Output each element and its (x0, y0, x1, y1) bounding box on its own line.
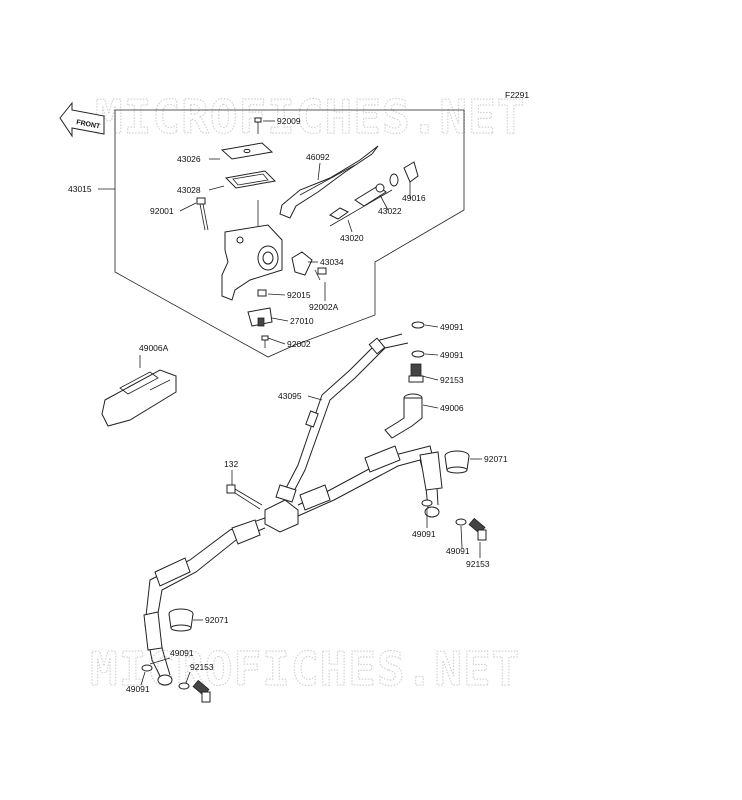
brake-lever (279, 145, 379, 219)
assembly-outline (114, 109, 465, 358)
part-label: 49091 (440, 322, 464, 332)
banjo-bolt (192, 679, 211, 703)
part-label: 49091 (446, 546, 470, 556)
part-label: 49006A (139, 343, 169, 353)
piston-kit (329, 183, 393, 227)
washer (141, 664, 153, 672)
master-cylinder-body (221, 200, 283, 301)
part-label: 43015 (68, 184, 92, 194)
banjo-bolt (408, 363, 424, 383)
nut (257, 289, 267, 297)
hose-fitting (384, 393, 423, 439)
part-label: 49006 (440, 403, 464, 413)
leader-lines (140, 120, 482, 686)
three-way-joint (264, 499, 299, 533)
right-brake-hose (297, 445, 443, 518)
watermark-bottom: MICROFICHES.NET (90, 642, 520, 696)
clamp (291, 251, 327, 281)
reservoir-diaphragm (224, 170, 277, 189)
part-label: 49016 (402, 193, 426, 203)
part-label: 92015 (287, 290, 311, 300)
part-label: 43026 (177, 154, 201, 164)
washer (178, 682, 190, 690)
upper-brake-hose (275, 333, 409, 503)
part-label: 92002A (309, 302, 339, 312)
reservoir-cap (220, 142, 274, 160)
part-label: 92153 (440, 375, 464, 385)
front-label: FRONT (76, 119, 102, 131)
front-arrow-icon: FRONT (59, 101, 105, 138)
part-label: 43020 (340, 233, 364, 243)
left-brake-hose (143, 517, 266, 686)
switch-screw (261, 335, 269, 348)
dust-boot (389, 161, 419, 187)
diagram-code: F2291 (505, 90, 529, 100)
part-label: 92153 (190, 662, 214, 672)
banjo-bolt (468, 517, 487, 541)
watermark-top: MICROFICHES.NET (95, 90, 525, 144)
part-labels: 92009 43026 46092 43028 43015 92001 4901… (68, 116, 508, 694)
washer (411, 321, 425, 329)
washer (421, 499, 433, 507)
part-label: 49091 (170, 648, 194, 658)
part-label: 27010 (290, 316, 314, 326)
part-label: 92009 (277, 116, 301, 126)
cap-screw (254, 117, 262, 134)
part-label: 92071 (205, 615, 229, 625)
joint-bolt (226, 484, 263, 510)
washer (411, 350, 425, 358)
washer (455, 518, 467, 526)
brake-switch (247, 307, 273, 327)
part-label: 132 (224, 459, 238, 469)
reservoir-assembly (101, 355, 177, 427)
part-label: 46092 (306, 152, 330, 162)
part-label: 49091 (440, 350, 464, 360)
part-label: 92153 (466, 559, 490, 569)
part-label: 49091 (412, 529, 436, 539)
part-label: 43028 (177, 185, 201, 195)
grommet (444, 450, 470, 474)
mounting-bolt (196, 197, 209, 231)
part-label: 92002 (287, 339, 311, 349)
part-label: 43034 (320, 257, 344, 267)
part-label: 92071 (484, 454, 508, 464)
part-label: 92001 (150, 206, 174, 216)
part-label: 43022 (378, 206, 402, 216)
grommet (168, 608, 194, 632)
part-label: 49091 (126, 684, 150, 694)
part-label: 43095 (278, 391, 302, 401)
